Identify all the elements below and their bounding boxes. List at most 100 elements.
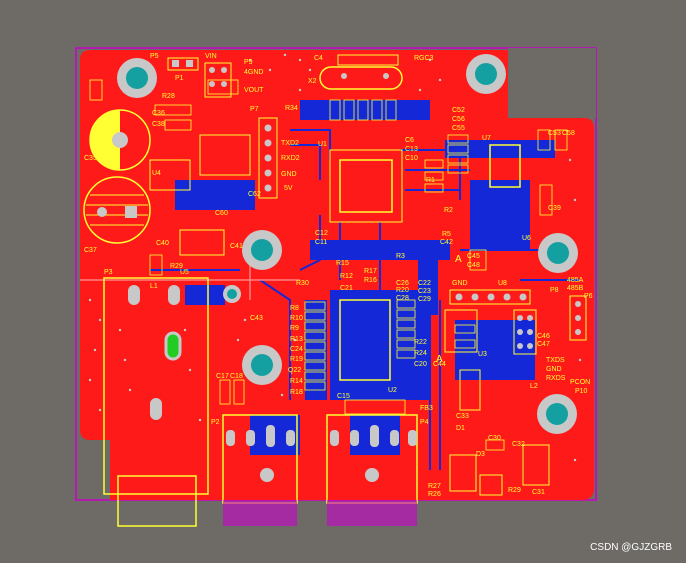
label-a2: A [436, 354, 443, 365]
label-r26: R26 [428, 491, 441, 498]
label-q22: Q22 [288, 367, 301, 374]
label-r13: R13 [290, 336, 303, 343]
label-gnd: GND [281, 171, 297, 178]
label-r28: R28 [162, 93, 175, 100]
label-4gnd: 4GND [244, 69, 263, 76]
label-r18: R18 [290, 389, 303, 396]
chip-u7 [489, 144, 521, 188]
label-gnd3: GND [546, 366, 562, 373]
label-c52: C52 [452, 107, 465, 114]
label-c53: C53 [548, 130, 561, 137]
label-c28: C28 [396, 295, 409, 302]
label-c6: C6 [405, 137, 414, 144]
label-r22: R22 [414, 339, 427, 346]
label-485b: 485B [567, 285, 584, 292]
label-c62: C62 [248, 191, 261, 198]
label-vout: VOUT [244, 87, 264, 94]
label-c33: C33 [456, 413, 469, 420]
label-rgc3: RGC3 [414, 55, 434, 62]
label-c36: C36 [152, 110, 165, 117]
label-u6: U6 [522, 235, 531, 242]
label-u3: U3 [478, 351, 487, 358]
smd-components [89, 79, 568, 451]
label-c39: C39 [548, 205, 561, 212]
label-txds: TXDS [546, 357, 565, 364]
label-c13: C13 [405, 146, 418, 153]
label-r29b: R29 [508, 487, 521, 494]
label-p2: P2 [211, 419, 220, 426]
connector-p4 [326, 414, 418, 526]
label-c29: C29 [418, 296, 431, 303]
label-r29: R29 [170, 263, 183, 270]
label-x2: X2 [308, 78, 317, 85]
label-c31: C31 [532, 489, 545, 496]
label-c17: C17 [216, 373, 229, 380]
label-p4: P4 [420, 419, 429, 426]
label-vin: VIN [205, 53, 217, 60]
label-r12: R12 [340, 273, 353, 280]
label-c4: C4 [314, 55, 323, 62]
label-c22: C22 [418, 280, 431, 287]
mount-holes [117, 54, 578, 434]
label-c21: C21 [340, 285, 353, 292]
label-r3: R3 [396, 253, 405, 260]
label-rxd2: RXD2 [281, 155, 300, 162]
label-r16: R16 [364, 277, 377, 284]
label-r17: R17 [364, 268, 377, 275]
label-c10: C10 [405, 155, 418, 162]
mcu-u1 [329, 149, 403, 223]
label-u1: U1 [318, 141, 327, 148]
label-c46: C46 [537, 333, 550, 340]
label-c60: C60 [215, 210, 228, 217]
power-module [149, 134, 550, 496]
label-r24: R24 [414, 350, 427, 357]
label-r1: R1 [426, 177, 435, 184]
label-c12: C12 [315, 230, 328, 237]
label-r10: R10 [290, 315, 303, 322]
label-u7: U7 [482, 135, 491, 142]
connector-p2 [222, 414, 298, 526]
label-p1: P1 [175, 75, 184, 82]
vias [88, 53, 582, 462]
label-r9: R9 [290, 325, 299, 332]
label-r15: R15 [336, 260, 349, 267]
label-u8: U8 [498, 280, 507, 287]
header-pins [167, 54, 587, 355]
watermark: CSDN @GJZGRB [590, 542, 672, 553]
label-485a: 485A [567, 277, 584, 284]
label-c44: C44 [433, 361, 446, 368]
label-p8: P8 [550, 287, 559, 294]
label-r5: R5 [442, 231, 451, 238]
label-p6: P6 [584, 293, 593, 300]
label-d3: D3 [476, 451, 485, 458]
label-c47: C47 [537, 341, 550, 348]
label-c20: C20 [414, 361, 427, 368]
label-5v: 5V [284, 185, 293, 192]
label-p9: P9 [244, 59, 253, 66]
label-txd2: TXD2 [281, 140, 299, 147]
label-c48: C48 [467, 262, 480, 269]
label-r2: R2 [444, 207, 453, 214]
label-c41: C41 [230, 243, 243, 250]
label-rxds: RXDS [546, 375, 566, 382]
label-c15: C15 [337, 393, 350, 400]
board-outline [75, 47, 597, 501]
label-c26: C26 [396, 280, 409, 287]
label-r30: R30 [296, 280, 309, 287]
label-l2: L2 [530, 383, 538, 390]
label-c11: C11 [315, 239, 327, 246]
label-r34: R34 [285, 105, 298, 112]
label-c58: C58 [562, 130, 575, 137]
capacitor-c37 [83, 176, 151, 244]
label-fb3: FB3 [420, 405, 433, 412]
label-p3: P3 [104, 269, 113, 276]
label-r14: R14 [290, 378, 303, 385]
label-u2: U2 [388, 387, 397, 394]
label-c38: C38 [152, 121, 165, 128]
label-u5: U5 [180, 269, 189, 276]
label-d1: D1 [456, 425, 465, 432]
label-pcon: PCON [570, 379, 590, 386]
label-c32: C32 [512, 441, 525, 448]
label-c40: C40 [156, 240, 169, 247]
